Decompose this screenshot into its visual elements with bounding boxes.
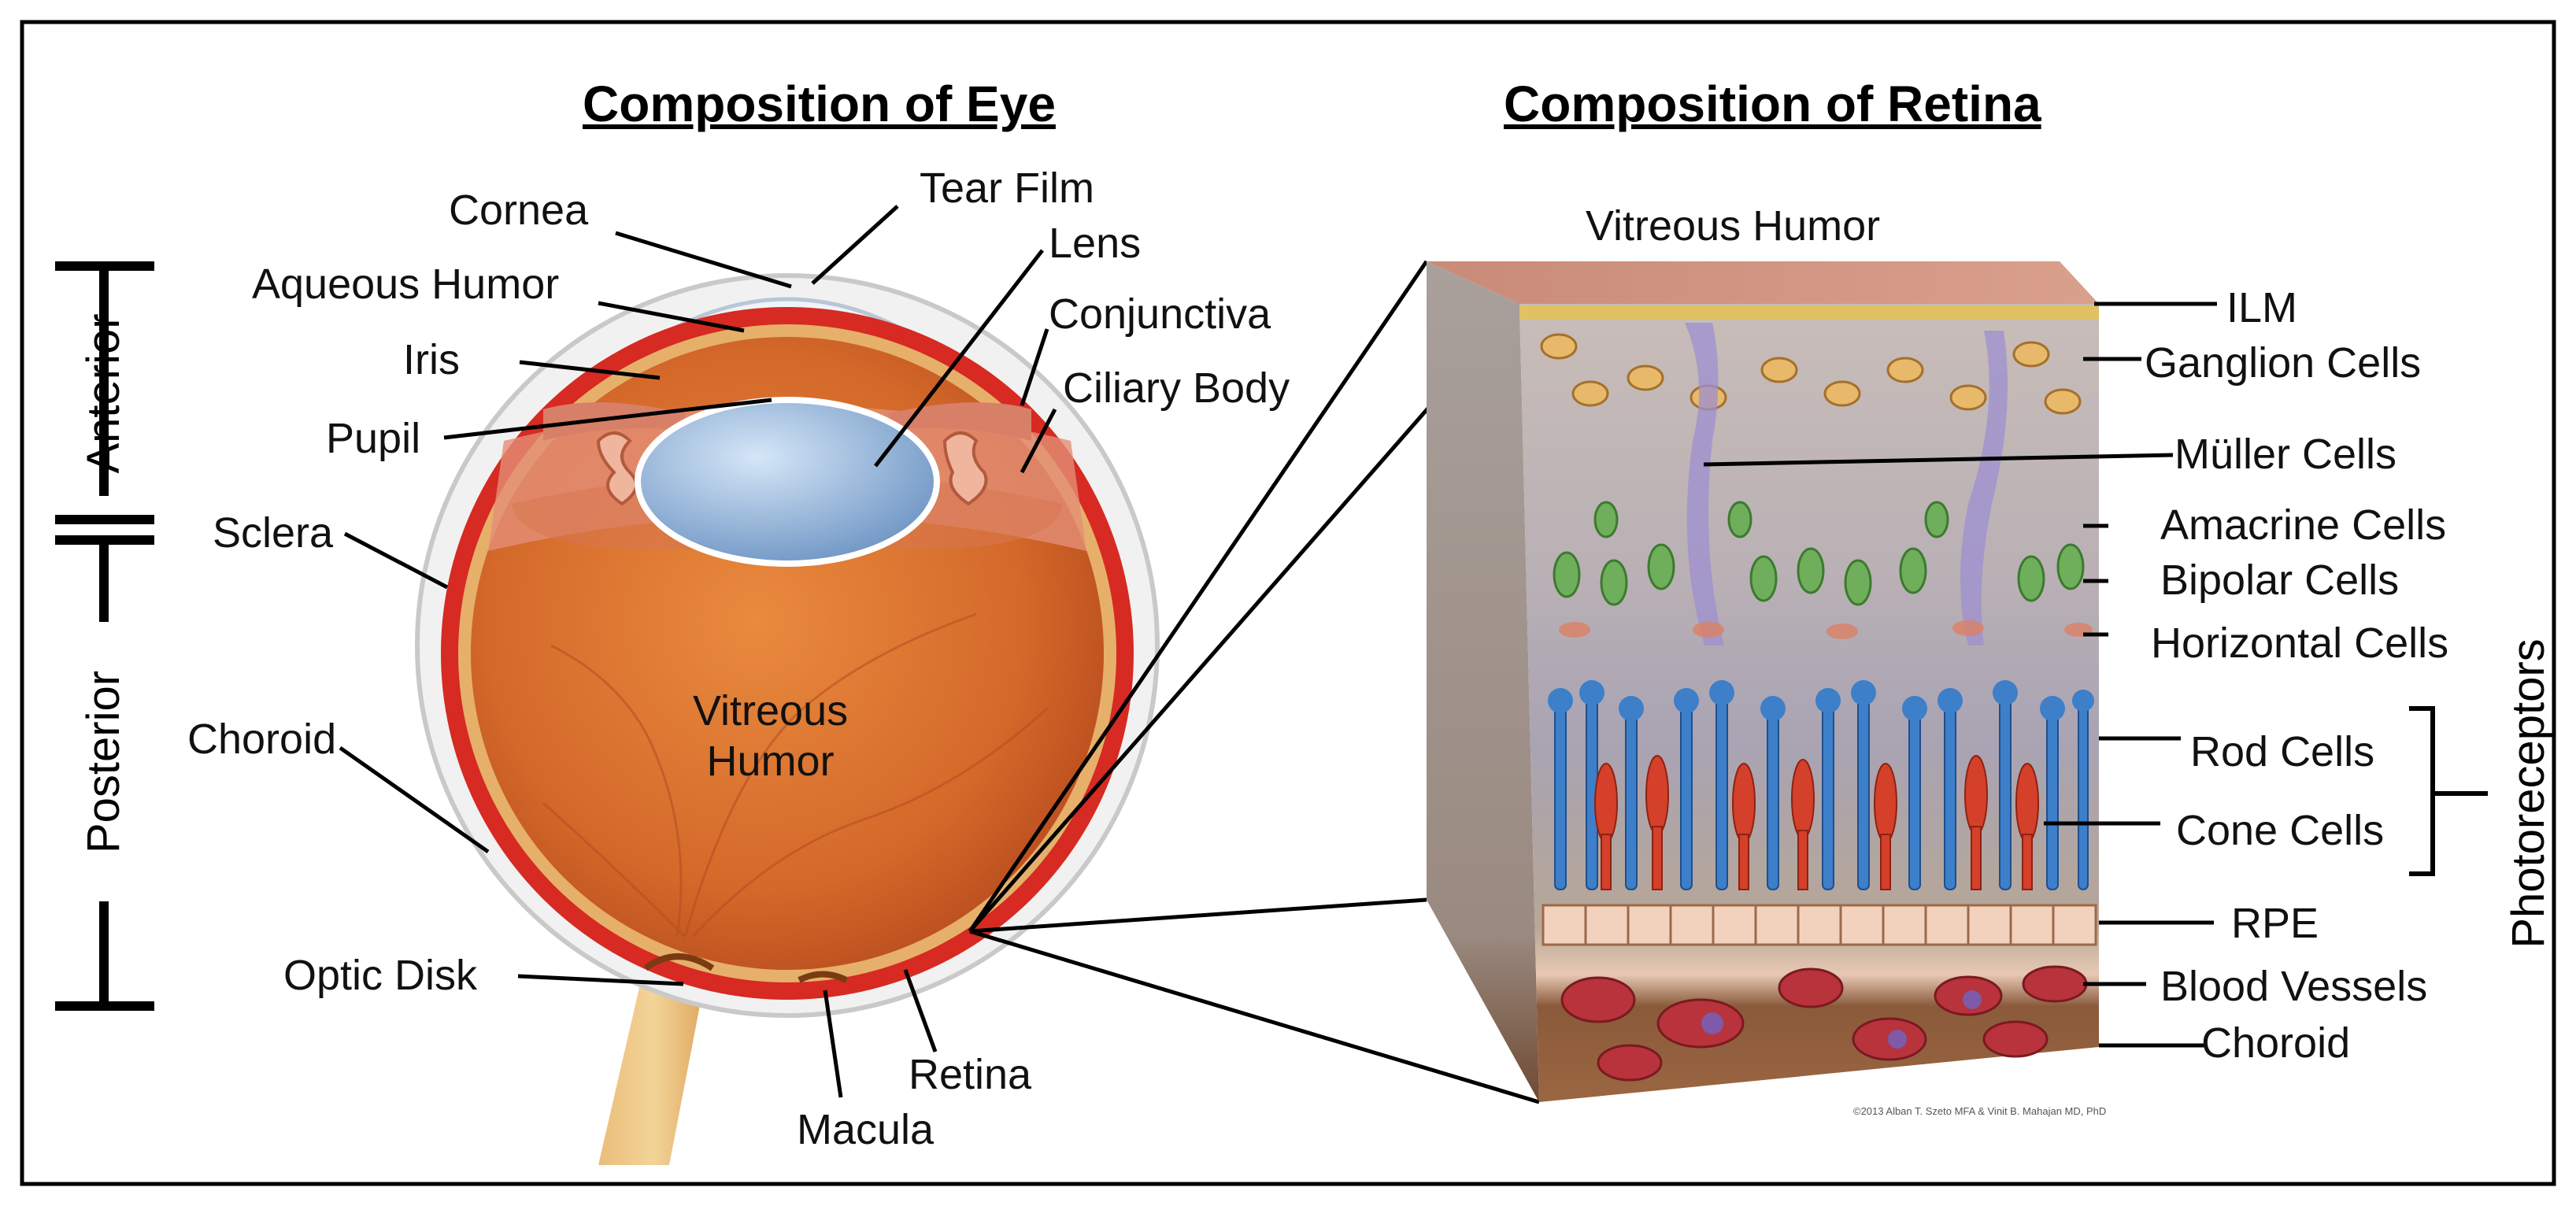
label-vitreous-humor-eye: Vitreous Humor [693, 687, 849, 785]
label-macula: Macula [797, 1106, 935, 1153]
posterior-label: Posterior [78, 670, 129, 854]
outer-frame [20, 20, 2556, 1186]
retina-leader-lines [1703, 302, 2217, 1048]
label-iris: Iris [403, 336, 460, 383]
label-choroid-eye: Choroid [187, 716, 337, 763]
eye-leader-lines [339, 205, 1540, 1104]
label-ciliary-body: Ciliary Body [1063, 364, 1290, 412]
label-retina-eye: Retina [909, 1051, 1032, 1098]
label-muller-cells: Müller Cells [2174, 431, 2397, 478]
label-blood-vessels: Blood Vessels [2160, 963, 2428, 1010]
eye-drawing [415, 273, 1160, 1165]
retina-block [1427, 261, 2099, 1102]
label-vitreous-humor-retina: Vitreous Humor [1586, 202, 1881, 250]
title-eye: Composition of Eye [583, 76, 1056, 132]
label-cornea: Cornea [449, 187, 589, 234]
label-pupil: Pupil [326, 415, 421, 462]
label-lens: Lens [1049, 220, 1142, 267]
label-optic-disk: Optic Disk [283, 952, 478, 999]
label-tear-film: Tear Film [920, 165, 1095, 212]
anterior-label: Anterior [78, 313, 129, 474]
photoreceptors-bracket [2409, 706, 2488, 876]
label-ganglion-cells: Ganglion Cells [2145, 339, 2422, 387]
label-choroid-retina: Choroid [2201, 1019, 2351, 1067]
label-amacrine-cells: Amacrine Cells [2160, 501, 2447, 549]
label-aqueous-humor: Aqueous Humor [252, 261, 560, 308]
label-sclera: Sclera [213, 509, 334, 557]
label-rod-cells: Rod Cells [2190, 728, 2375, 775]
axis-bar [55, 261, 154, 1011]
copyright-text: ©2013 Alban T. Szeto MFA & Vinit B. Maha… [1853, 1105, 2107, 1117]
label-conjunctiva: Conjunctiva [1049, 290, 1271, 338]
label-cone-cells: Cone Cells [2176, 807, 2385, 854]
label-photoreceptors: Photoreceptors [2503, 638, 2554, 949]
label-bipolar-cells: Bipolar Cells [2160, 557, 2400, 604]
label-ilm: ILM [2226, 284, 2298, 331]
label-rpe: RPE [2231, 900, 2319, 947]
title-retina: Composition of Retina [1504, 76, 2041, 132]
label-horizontal-cells: Horizontal Cells [2151, 620, 2449, 667]
